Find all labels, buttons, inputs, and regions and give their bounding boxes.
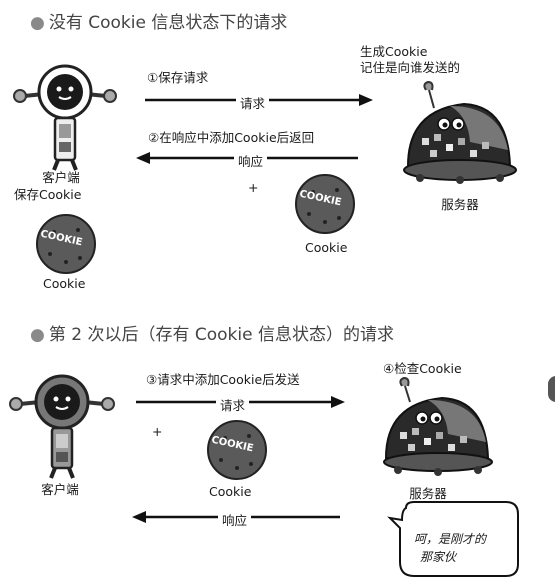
server-note-line1: 生成Cookie — [360, 44, 428, 59]
client-robot-icon-2 — [9, 374, 115, 479]
step4-label: ④检查Cookie — [383, 361, 462, 376]
response-cookie-label: Cookie — [305, 240, 348, 255]
plus-sign-1: + — [248, 180, 259, 195]
client-label-1: 客户端 — [42, 170, 80, 185]
response-cookie-icon — [295, 174, 355, 234]
request-label-1: 请求 — [236, 93, 270, 112]
request-label-2: 请求 — [216, 395, 250, 414]
speech-line1: 呵，是刚才的 — [414, 532, 487, 546]
server-label-2: 服务器 — [409, 486, 447, 501]
section1-title: ●没有 Cookie 信息状态下的请求 — [30, 8, 287, 33]
bullet-icon: ● — [30, 325, 45, 345]
server-note-line2: 记住是向谁发送的 — [360, 60, 461, 75]
client-save-label: 保存Cookie — [14, 187, 82, 202]
plus-sign-2: + — [152, 424, 163, 439]
speech-line2: 那家伙 — [420, 550, 457, 564]
step1-label: ①保存请求 — [147, 70, 209, 85]
step2-label: ②在响应中添加Cookie后返回 — [148, 130, 315, 145]
section2-title-text: 第 2 次以后（存有 Cookie 信息状态）的请求 — [48, 325, 394, 345]
bullet-icon: ● — [30, 13, 45, 33]
response-label-1: 响应 — [234, 151, 268, 170]
client-label-2: 客户端 — [41, 482, 79, 497]
server-robot-icon — [403, 80, 517, 184]
section1-title-text: 没有 Cookie 信息状态下的请求 — [48, 13, 288, 33]
step3-label: ③请求中添加Cookie后发送 — [146, 372, 300, 387]
client-cookie-icon — [36, 214, 96, 274]
section2-title: ●第 2 次以后（存有 Cookie 信息状态）的请求 — [30, 320, 394, 345]
request-cookie-icon — [207, 420, 267, 480]
request-cookie-label: Cookie — [209, 484, 252, 499]
client-cookie-label: Cookie — [43, 276, 86, 291]
client-robot-icon — [13, 64, 117, 171]
response-label-2: 响应 — [218, 510, 252, 529]
server-label-1: 服务器 — [441, 197, 479, 212]
speech-bubble — [387, 501, 519, 577]
server-robot-icon-2 — [383, 376, 493, 476]
side-tab[interactable] — [548, 376, 555, 402]
